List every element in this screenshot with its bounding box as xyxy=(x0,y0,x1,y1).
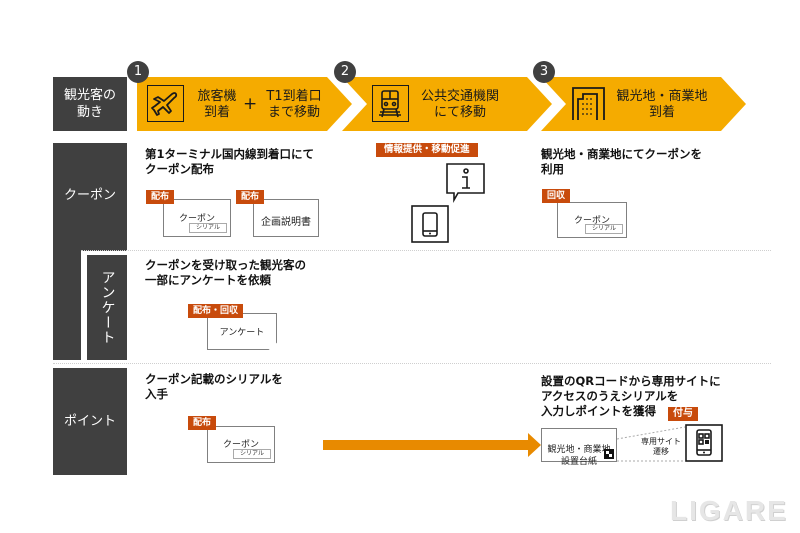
row-label-movement: 観光客の 動き xyxy=(53,77,127,131)
step-1-text-b: T1到着口 まで移動 xyxy=(266,89,322,120)
point-coupon-tag: 配布 xyxy=(188,416,217,430)
brochure-card-label: 企画説明書 xyxy=(261,217,311,228)
point-coupon-card: クーポン シリアル xyxy=(207,426,275,463)
brochure-distribute-tag: 配布 xyxy=(236,190,265,204)
step-3-number: 3 xyxy=(533,61,555,83)
row-label-survey: アンケート xyxy=(87,255,127,360)
info-promotion-tag: 情報提供・移動促進 xyxy=(376,143,478,157)
row-label-coupon: クーポン xyxy=(63,187,116,203)
coupon-distribute-tag: 配布 xyxy=(146,190,175,204)
coupon-collect-tag: 回収 xyxy=(542,189,571,203)
transition-label: 専用サイト 遷移 xyxy=(641,437,681,456)
step-1-plus: + xyxy=(243,94,258,114)
brochure-card: 企画説明書 xyxy=(253,199,319,237)
point-coupon-card-label: クーポン xyxy=(222,440,259,450)
point-coupon-serial: シリアル xyxy=(233,449,271,459)
survey-card: アンケート xyxy=(207,313,277,350)
coupon-serial: シリアル xyxy=(189,223,227,233)
smartphone-icon xyxy=(411,205,449,247)
row-label-point: ポイント xyxy=(53,368,127,475)
step-3-text: 観光地・商業地 到着 xyxy=(616,89,708,120)
step-1-text-a: 旅客機 到着 xyxy=(197,89,237,120)
row-label-coupon-strip xyxy=(53,251,81,360)
point-step3-heading: 設置のQRコードから専用サイトに アクセスのうえシリアルを 入力しポイントを獲得 xyxy=(541,374,721,418)
point-step1-heading: クーポン記載のシリアルを 入手 xyxy=(145,372,283,401)
coupon-collected-serial: シリアル xyxy=(585,224,623,234)
step-2-text: 公共交通機関 にて移動 xyxy=(420,89,499,120)
coupon-card-collected-label: クーポン xyxy=(573,216,610,226)
survey-heading: クーポンを受け取った観光客の 一部にアンケートを依頼 xyxy=(145,258,306,287)
qr-smartphone-icon xyxy=(685,424,723,466)
step-2-chevron xyxy=(342,77,552,131)
airplane-icon xyxy=(147,85,184,122)
qr-board-label: 観光地・商業地 設置台紙 xyxy=(547,445,611,467)
building-icon xyxy=(570,85,607,122)
ligare-watermark: LIGARE xyxy=(670,495,788,526)
step-1-chevron xyxy=(137,77,352,131)
coupon-step3-heading: 観光地・商業地にてクーポンを 利用 xyxy=(541,147,702,176)
flow-arrow-icon xyxy=(323,433,541,461)
coupon-step1-heading: 第1ターミナル国内線到着口にて クーポン配布 xyxy=(145,147,314,176)
separator-survey-point xyxy=(53,363,771,364)
coupon-card: クーポン シリアル xyxy=(163,199,231,237)
row-label-coupon-bg xyxy=(53,143,127,251)
qr-code-icon xyxy=(604,449,614,459)
step-3-chevron xyxy=(541,77,746,131)
survey-card-label: アンケート xyxy=(219,328,265,338)
transition-dotted-lines xyxy=(617,426,686,462)
train-icon xyxy=(372,85,409,122)
info-bubble-icon xyxy=(446,163,486,207)
step-1-number: 1 xyxy=(127,61,149,83)
qr-board-card: 観光地・商業地 設置台紙 xyxy=(541,428,617,467)
coupon-card-label: クーポン xyxy=(178,214,215,224)
step-2-number: 2 xyxy=(334,61,356,83)
separator-coupon-survey xyxy=(81,250,771,251)
survey-tag: 配布・回収 xyxy=(188,304,244,318)
coupon-card-collected: クーポン シリアル xyxy=(557,202,627,238)
grant-tag: 付与 xyxy=(668,407,698,421)
